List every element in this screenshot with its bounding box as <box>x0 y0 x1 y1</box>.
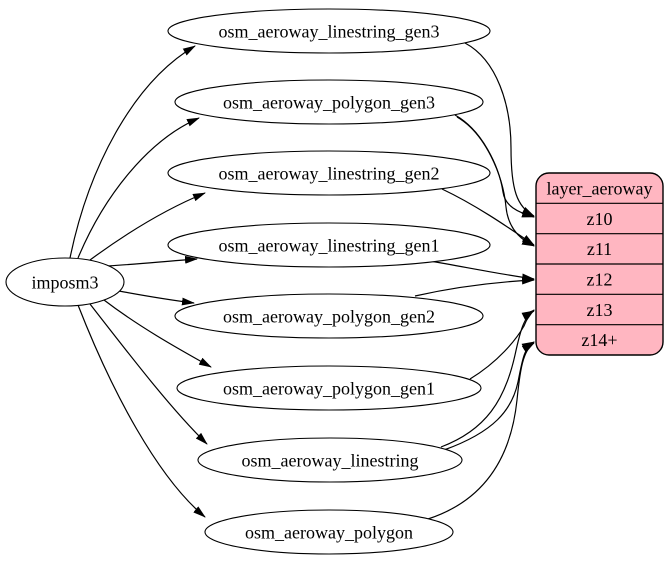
edge-imposm3-to-osm_aeroway_polygon_gen3 <box>77 117 200 259</box>
edge-osm_aeroway_polygon_gen3-to-z11 <box>456 116 535 247</box>
table-ellipse <box>167 8 491 54</box>
edges-to-layer <box>414 42 535 520</box>
node-osm_aeroway_linestring_gen2: osm_aeroway_linestring_gen2 <box>167 150 491 196</box>
table-ellipse <box>176 365 482 411</box>
edge-osm_aeroway_polygon-to-z14 <box>427 342 535 520</box>
table-ellipse <box>174 79 484 125</box>
layer-row-z11: z11 <box>587 239 612 259</box>
table-ellipse <box>204 509 454 555</box>
node-osm_aeroway_polygon_gen3: osm_aeroway_polygon_gen3 <box>174 79 484 125</box>
edge-imposm3-to-osm_aeroway_polygon_gen2 <box>118 290 195 306</box>
layer-row-z10: z10 <box>587 209 613 229</box>
table-ellipse <box>174 293 484 339</box>
edge-osm_aeroway_linestring_gen1-to-z12 <box>429 260 535 282</box>
imposm3-label: imposm3 <box>31 273 98 293</box>
edge-imposm3-to-osm_aeroway_polygon <box>77 304 206 518</box>
edge-imposm3-to-osm_aeroway_linestring_gen2 <box>89 192 206 261</box>
edge-osm_aeroway_polygon_gen2-to-z12 <box>414 276 535 297</box>
edge-osm_aeroway_linestring-to-z13 <box>440 310 535 448</box>
edge-osm_aeroway_linestring_gen2-to-z11 <box>441 188 535 246</box>
node-osm_aeroway_linestring: osm_aeroway_linestring <box>197 437 463 483</box>
layer-row-z12: z12 <box>587 270 613 290</box>
layer-row-z14: z14+ <box>581 330 617 350</box>
table-label: osm_aeroway_polygon <box>245 523 413 543</box>
table-label: osm_aeroway_polygon_gen1 <box>223 379 435 399</box>
table-ellipse <box>197 437 463 483</box>
table-label: osm_aeroway_polygon_gen2 <box>223 307 435 327</box>
table-label: osm_aeroway_linestring_gen1 <box>219 236 440 256</box>
edge-imposm3-to-osm_aeroway_linestring <box>89 303 208 445</box>
node-osm_aeroway_polygon_gen2: osm_aeroway_polygon_gen2 <box>174 293 484 339</box>
table-label: osm_aeroway_linestring_gen2 <box>219 164 440 184</box>
edge-imposm3-to-osm_aeroway_polygon_gen1 <box>103 299 212 368</box>
node-osm_aeroway_polygon: osm_aeroway_polygon <box>204 509 454 555</box>
table-label: osm_aeroway_linestring <box>242 451 419 471</box>
node-osm_aeroway_linestring_gen3: osm_aeroway_linestring_gen3 <box>167 8 491 54</box>
imposm3-ellipse <box>5 257 125 307</box>
node-osm_aeroway_linestring_gen1: osm_aeroway_linestring_gen1 <box>167 222 491 268</box>
node-layer_aeroway: layer_aeroway z10 z11 z12 z13 z14+ <box>535 172 664 356</box>
table-label: osm_aeroway_linestring_gen3 <box>219 22 440 42</box>
edges-from-source <box>69 45 212 518</box>
edge-imposm3-to-osm_aeroway_linestring_gen3 <box>69 45 196 259</box>
table-label: osm_aeroway_polygon_gen3 <box>223 93 435 113</box>
node-osm_aeroway_polygon_gen1: osm_aeroway_polygon_gen1 <box>176 365 482 411</box>
edge-imposm3-to-osm_aeroway_linestring_gen1 <box>107 255 198 267</box>
layer-title: layer_aeroway <box>547 179 653 199</box>
layer-row-z13: z13 <box>587 300 613 320</box>
edge-osm_aeroway_linestring_gen3-to-z10 <box>464 42 535 217</box>
table-ellipse <box>167 222 491 268</box>
node-imposm3: imposm3 <box>5 257 125 307</box>
table-ellipse <box>167 150 491 196</box>
